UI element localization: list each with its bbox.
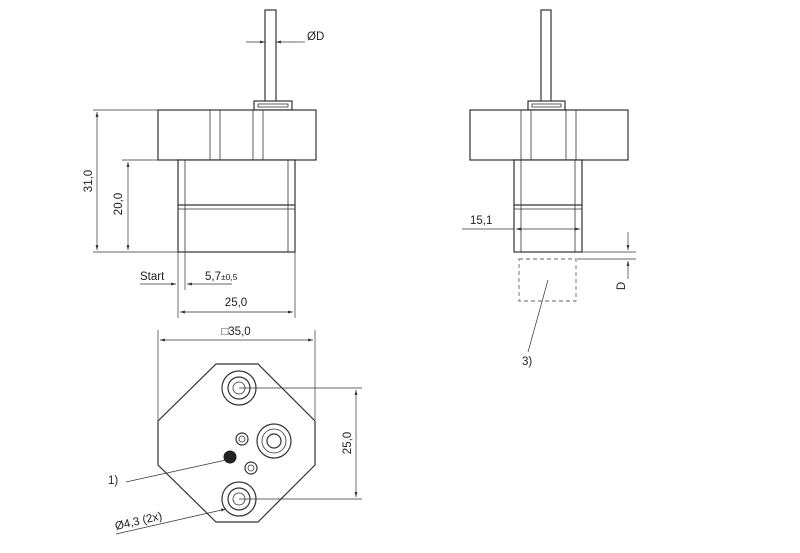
dim-dia-d: ØD [307, 31, 324, 43]
front-dimensions: ØD 31,0 20,0 Start 5,7±0,5 25,0 [83, 31, 324, 318]
front-shaft [264, 9, 277, 103]
svg-text:5,7±0,5: 5,7±0,5 [205, 271, 238, 283]
dim-5-7-tolerance: ±0,5 [221, 272, 238, 282]
side-shaft [540, 9, 552, 103]
label-start: Start [140, 271, 165, 283]
front-collar [253, 100, 293, 111]
dim-5-7: 5,7 [205, 271, 221, 283]
callout-1: 1) [108, 475, 118, 487]
front-body [177, 159, 296, 253]
side-collar [527, 100, 566, 111]
dim-stroke-d: D [616, 282, 628, 290]
side-dimensions: 15,1 D 3) [462, 215, 636, 368]
dim-31: 31,0 [83, 170, 95, 192]
small-hole-lower [244, 461, 258, 475]
callout-3: 3) [522, 356, 532, 368]
dim-15-1: 15,1 [470, 215, 492, 227]
dim-square-35: □35,0 [221, 326, 250, 338]
side-flange [469, 109, 629, 161]
dim-20: 20,0 [113, 193, 125, 215]
front-flange [157, 109, 317, 161]
bottom-dimensions: □35,0 25,0 1) Ø4,3 (2x) [108, 326, 362, 535]
side-view [469, 9, 629, 302]
dim-hole-dia: Ø4,3 (2x) [114, 510, 164, 533]
shaft-boss [256, 423, 292, 459]
dim-25-bottom: 25,0 [342, 432, 354, 454]
dim-25-front: 25,0 [225, 297, 247, 309]
bottom-view [157, 363, 316, 523]
side-body [513, 159, 583, 253]
side-stroke-extension [518, 258, 577, 302]
marker-dot [223, 450, 237, 464]
bottom-octagon [157, 363, 316, 523]
small-hole-upper [235, 432, 249, 446]
front-view [157, 9, 317, 253]
